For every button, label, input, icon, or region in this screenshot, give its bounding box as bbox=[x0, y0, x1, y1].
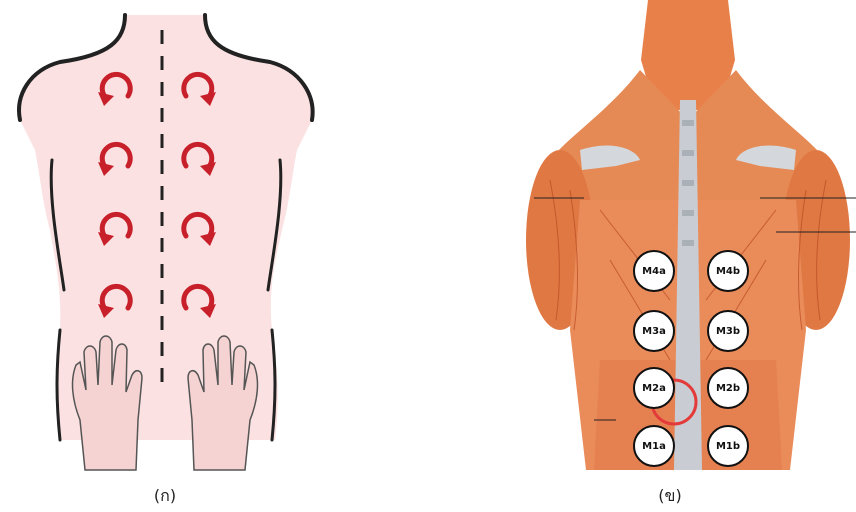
marker-m2a: M2a bbox=[633, 367, 675, 409]
back-muscle-diagram: M4a M4b M3a M3b M2a M2b M1a M1b bbox=[520, 0, 856, 512]
marker-m1b: M1b bbox=[707, 425, 749, 467]
caption-right: (ข) bbox=[640, 484, 700, 509]
marker-m2b: M2b bbox=[707, 367, 749, 409]
back-massage-diagram bbox=[0, 0, 330, 512]
marker-m4a: M4a bbox=[633, 250, 675, 292]
marker-m4b: M4b bbox=[707, 250, 749, 292]
back-massage-illustration bbox=[0, 0, 330, 512]
marker-m3b: M3b bbox=[707, 310, 749, 352]
back-muscle-illustration bbox=[520, 0, 856, 470]
marker-m3a: M3a bbox=[633, 310, 675, 352]
back-body-shape bbox=[19, 15, 313, 440]
marker-m1a: M1a bbox=[633, 425, 675, 467]
caption-left: (ก) bbox=[135, 484, 195, 509]
